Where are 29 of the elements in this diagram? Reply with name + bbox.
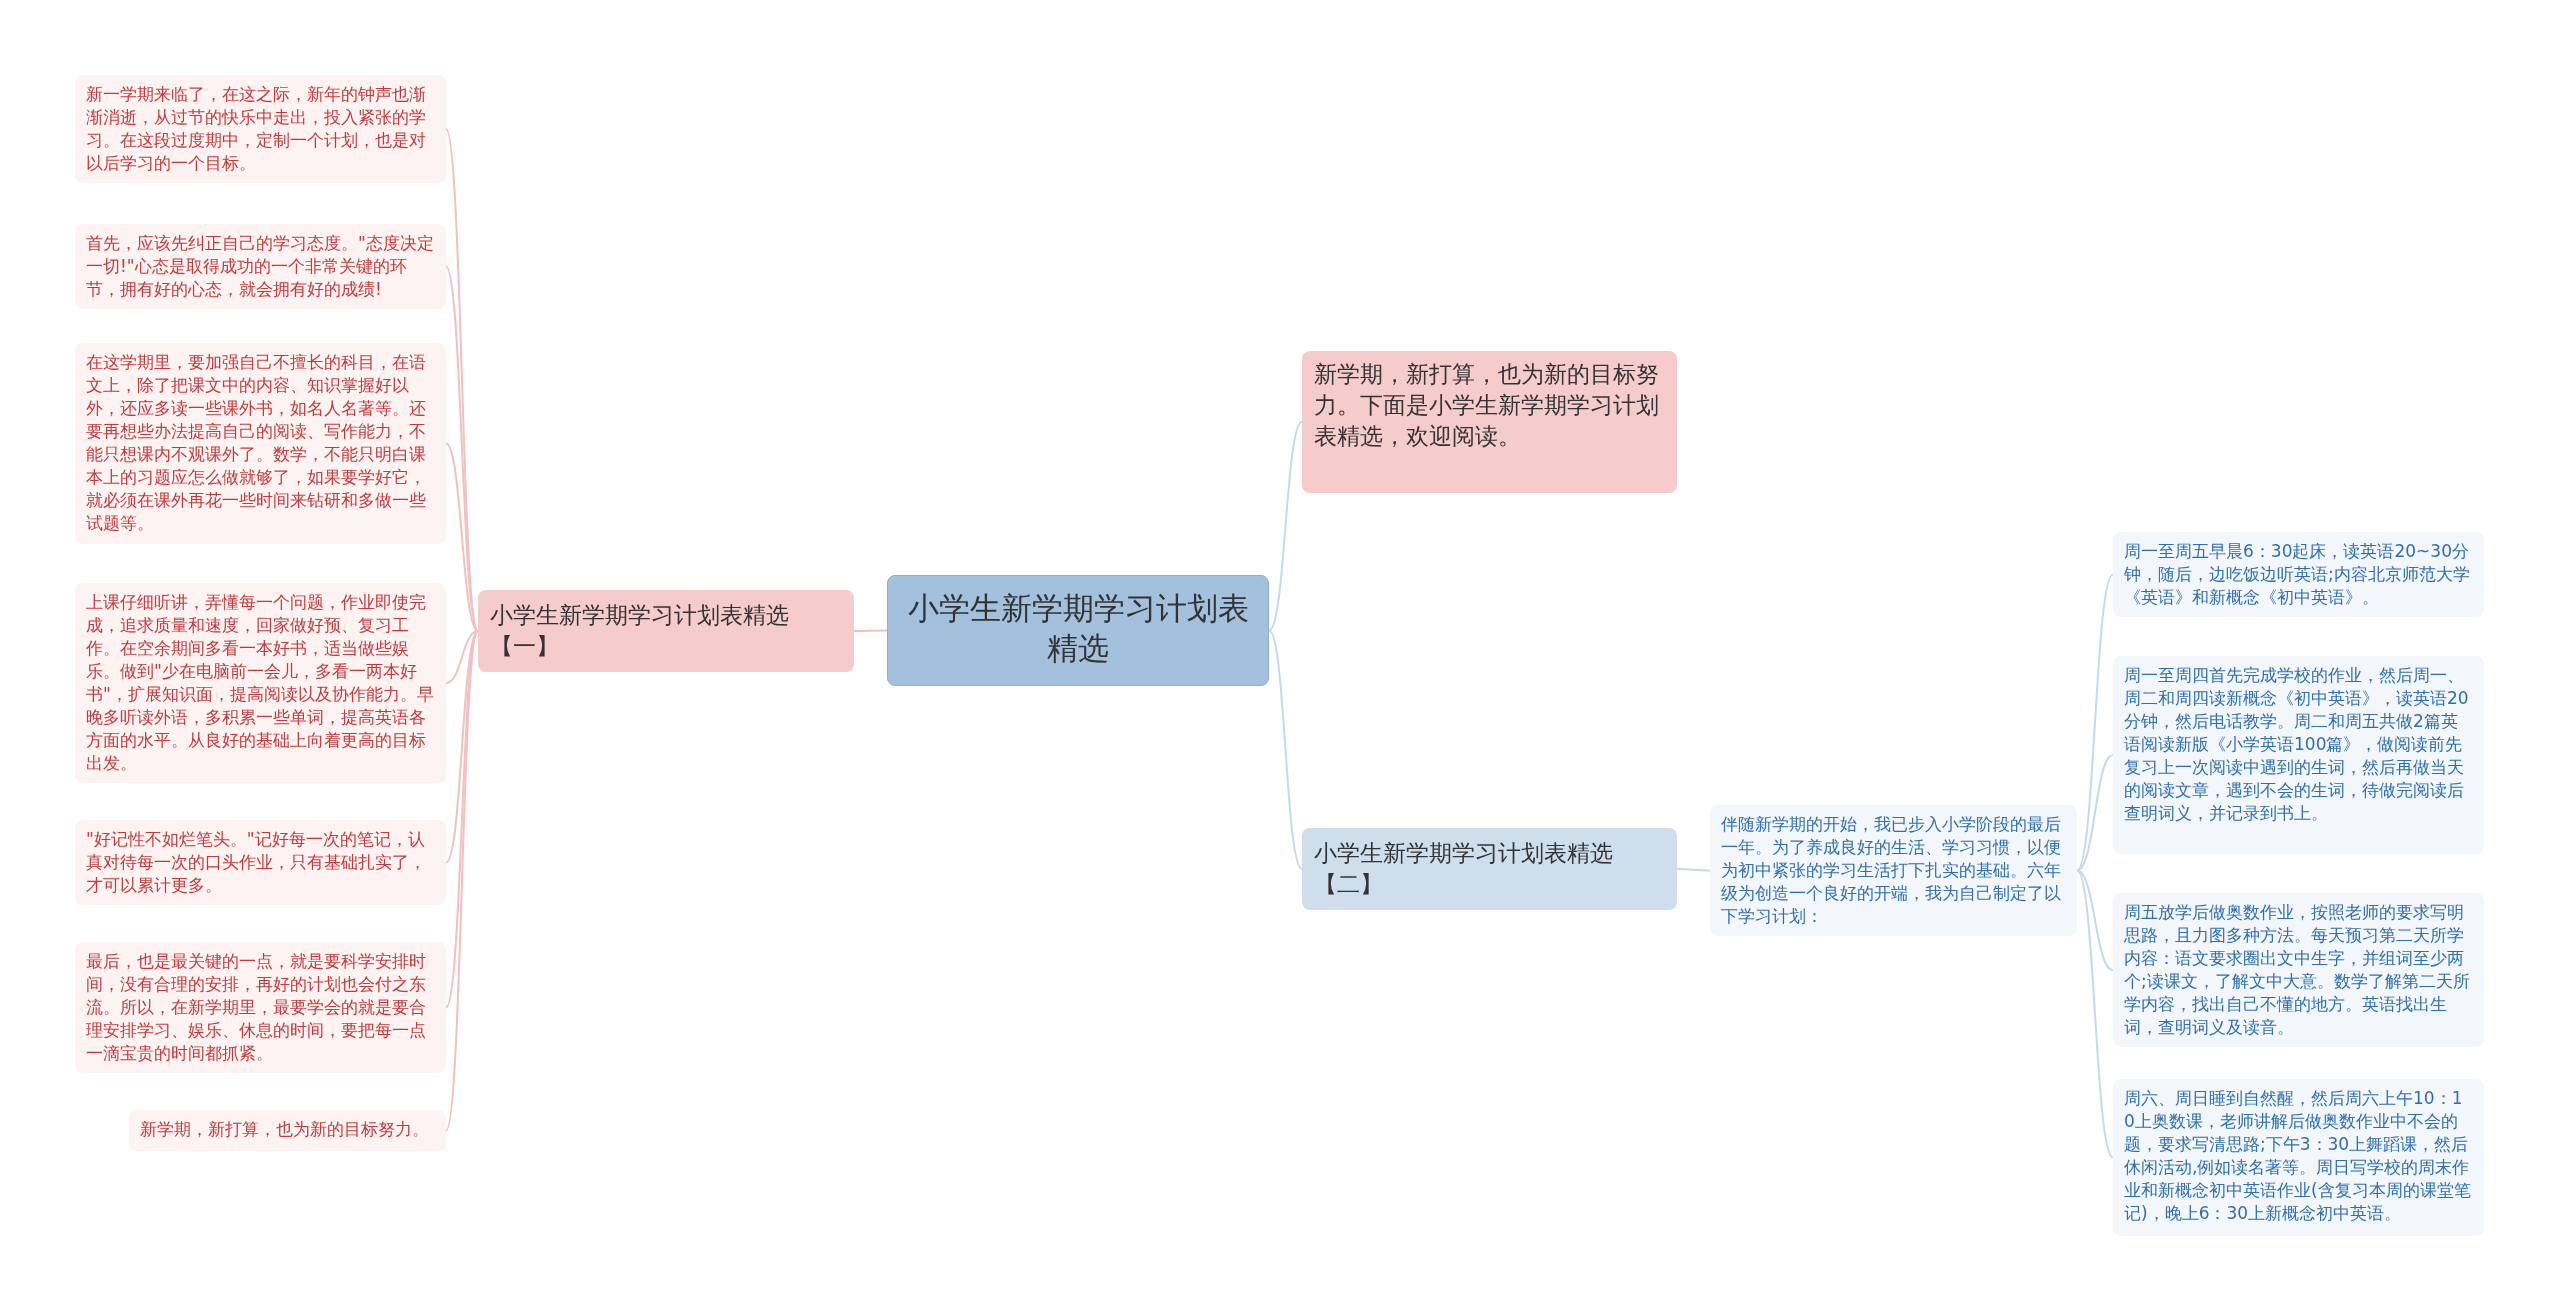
connector-line [1268, 629, 1303, 870]
connector-line [2076, 573, 2114, 872]
note-box: 首先，应该先纠正自己的学习态度。"态度决定一切!"心态是取得成功的一个非常关键的环节，拥有好的心态，就会拥有好的成绩! [75, 224, 446, 309]
connector-line [1268, 421, 1303, 632]
note-box: 最后，也是最关键的一点，就是要科学安排时间，没有合理的安排，再好的计划也会付之东流。所以，在新学期里，最要学会的就是要合理安排学习、娱乐、休息的时间，要把每一点一滴宝贵的时间都抓紧。 [75, 942, 446, 1073]
note-box: "好记性不如烂笔头。"记好每一次的笔记，认真对待每一次的口头作业，只有基础扎实了，才可以累计更多。 [75, 820, 446, 905]
note-box: 新学期，新打算，也为新的目标努力。 [129, 1110, 446, 1151]
connector-line [445, 630, 479, 1132]
topic-box: 小学生新学期学习计划表精选【一】 [478, 590, 854, 672]
connector-line [2076, 869, 2114, 1159]
topic-box: 小学生新学期学习计划表精选【二】 [1302, 828, 1677, 910]
central-topic-box: 小学生新学期学习计划表精选 [887, 575, 1269, 686]
connector-line [2076, 869, 2114, 971]
connector-line [445, 442, 479, 632]
connector-line [2076, 754, 2114, 872]
note-box: 伴随新学期的开始，我已步入小学阶段的最后一年。为了养成良好的生活、学习习惯，以便为初中紧张的学习生活打下扎实的基础。六年级为创造一个良好的开端，我为自己制定了以下学习计划： [1710, 805, 2077, 936]
note-box: 在这学期里，要加强自己不擅长的科目，在语文上，除了把课文中的内容、知识掌握好以外，还应多读一些课外书，如名人名著等。还要再想些办法提高自己的阅读、写作能力，不能只想课内不观课外了。数学，不能只明白课本上的习题应怎么做就够了，如果要学好它，就必须在课外再花一些时间来钻研和多做一些试题等。 [75, 343, 446, 544]
connector-line [1676, 868, 1711, 872]
connector-line [853, 629, 888, 632]
note-box: 上课仔细听讲，弄懂每一个问题，作业即使完成，追求质量和速度，回家做好预、复习工作。在空余期间多看一本好书，适当做些娱乐。做到"少在电脑前一会儿，多看一两本好书"，扩展知识面，提高阅读以及协作能力。早晚多听读外语，多积累一些单词，提高英语各方面的水平。从良好的基础上向着更高的目标出发。 [75, 583, 446, 783]
note-box: 周一至周五早晨6：30起床，读英语20~30分钟，随后，边吃饭边听英语;内容北京师范大学《英语》和新概念《初中英语》。 [2113, 532, 2484, 617]
connector-line [445, 630, 479, 684]
note-box: 周五放学后做奥数作业，按照老师的要求写明思路，且力图多种方法。每天预习第二天所学内容：语文要求圈出文中生字，并组词至少两个;读课文，了解文中大意。数学了解第二天所学内容，找出自己不懂的地方。英语找出生词，查明词义及读音。 [2113, 893, 2484, 1047]
note-box: 新一学期来临了，在这之际，新年的钟声也渐渐消逝，从过节的快乐中走出，投入紧张的学习。在这段过度期中，定制一个计划，也是对以后学习的一个目标。 [75, 75, 446, 183]
note-box: 周一至周四首先完成学校的作业，然后周一、周二和周四读新概念《初中英语》，读英语20分钟，然后电话教学。周二和周五共做2篇英语阅读新版《小学英语100篇》，做阅读前先复习上一次阅读中遇到的生词，然后再做当天的阅读文章，遇到不会的生词，待做完阅读后查明词义，并记录到书上。 [2113, 656, 2484, 854]
note-box: 周六、周日睡到自然醒，然后周六上午10：10上奥数课，老师讲解后做奥数作业中不会的题，要求写清思路;下午3：30上舞蹈课，然后休闲活动,例如读名著等。周日写学校的周末作业和新概念初中英语作业(含复习本周的课堂笔记)，晚上6：30上新概念初中英语。 [2113, 1079, 2484, 1236]
connector-line [445, 265, 479, 632]
topic-box: 新学期，新打算，也为新的目标努力。下面是小学生新学期学习计划表精选，欢迎阅读。 [1302, 351, 1677, 493]
connector-line [445, 630, 479, 864]
